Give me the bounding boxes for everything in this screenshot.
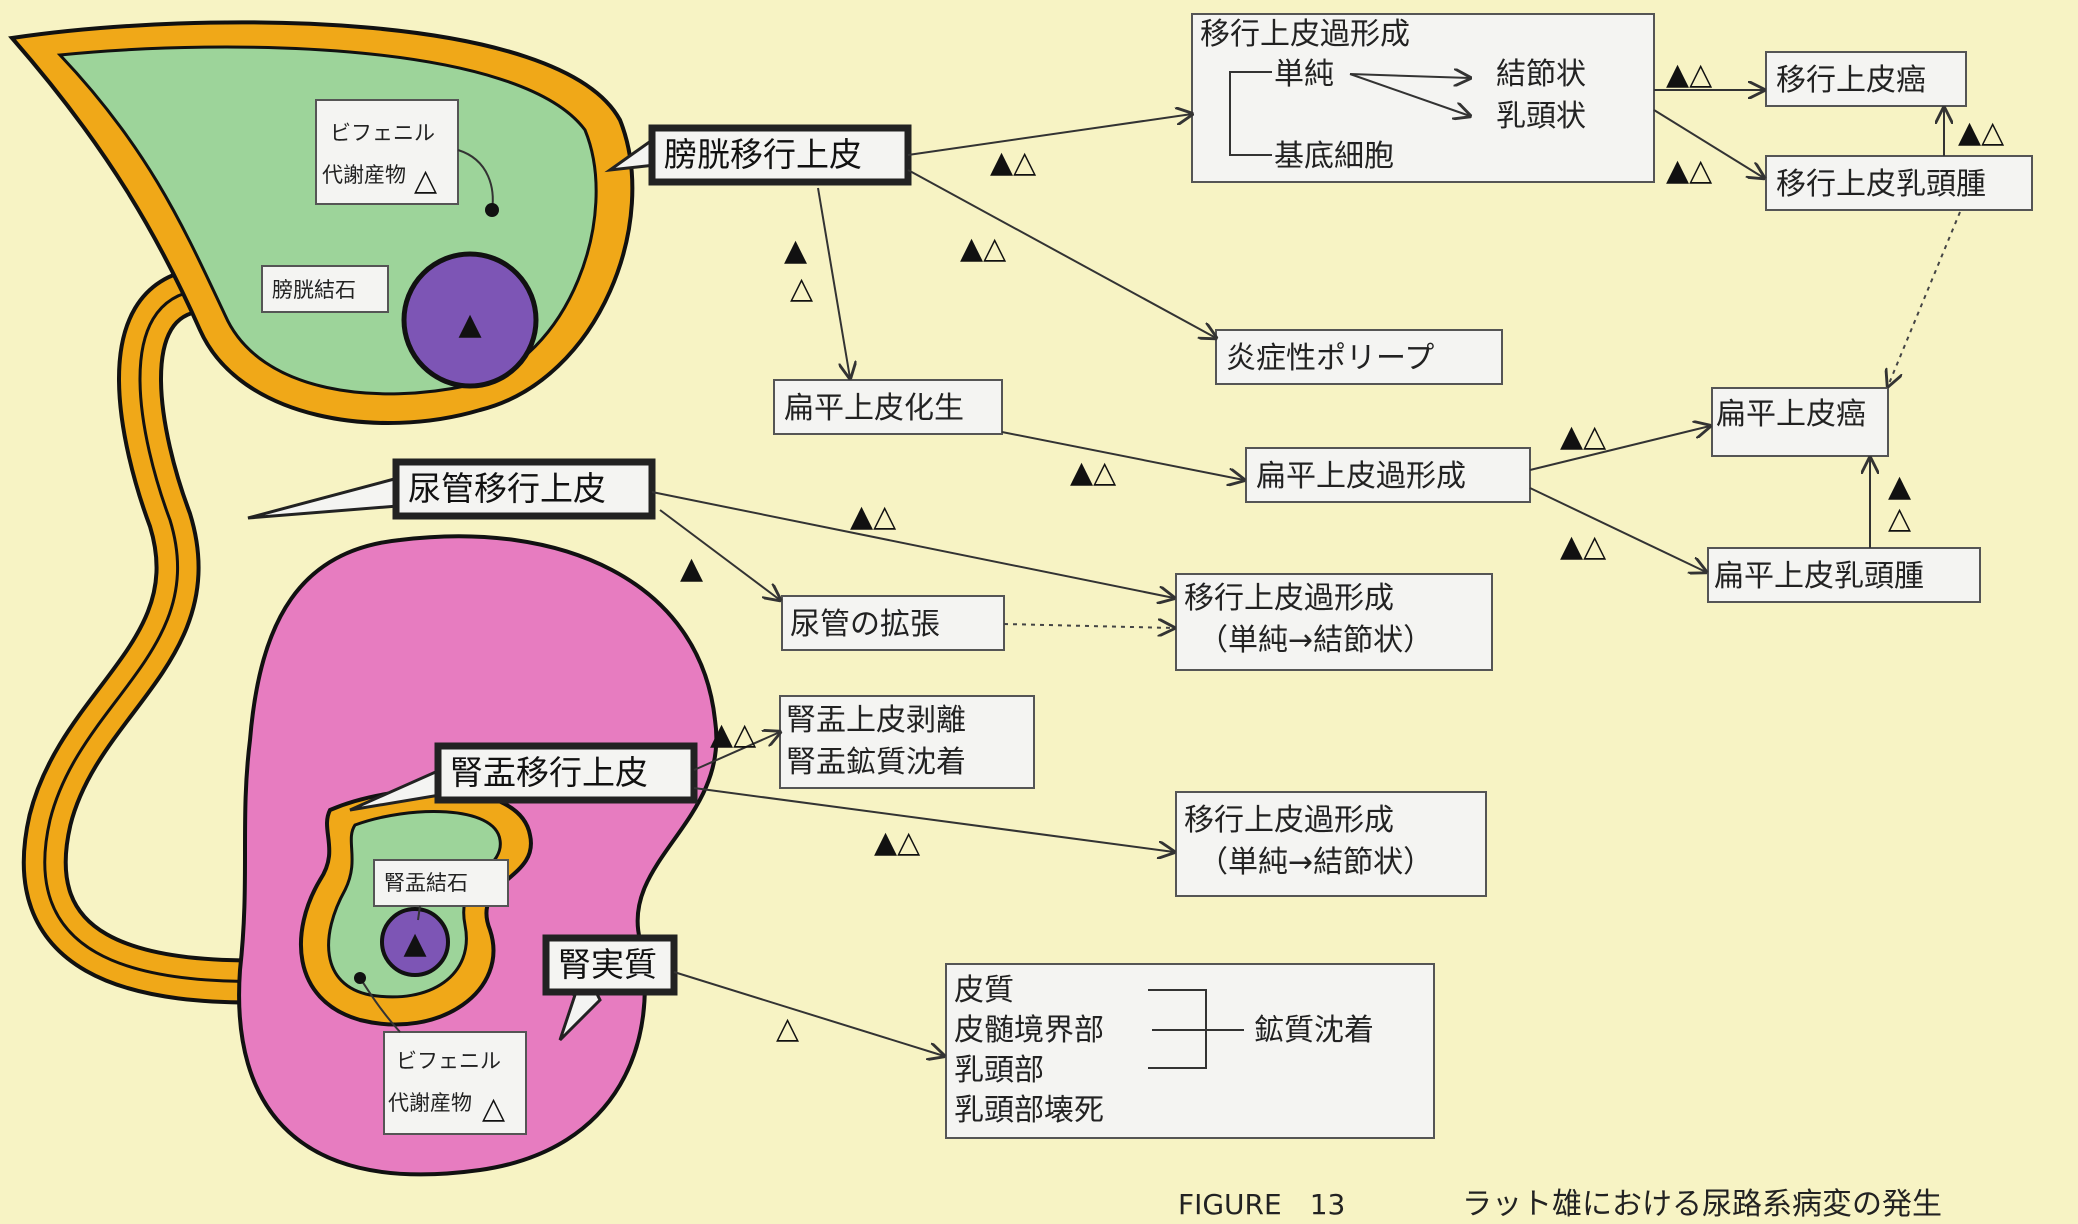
figure-caption: ラット雄における尿路系病変の発生 xyxy=(1462,1187,1942,1222)
metabolite-kidney-line2: 代謝産物 xyxy=(388,1091,472,1115)
pelvis-findings-box xyxy=(779,695,1035,789)
metabolite-bladder-marker: △ xyxy=(414,163,437,198)
metabolite-kidney-marker: △ xyxy=(482,1091,505,1126)
marker-pelvis-to-hyperplasia: ▲△ xyxy=(874,825,920,860)
ureter-callout xyxy=(247,476,400,520)
marker-to-scc: ▲△ xyxy=(1560,419,1606,454)
parenchyma-label: 腎実質 xyxy=(558,945,657,984)
marker-bladder-to-metaplasia-bot: △ xyxy=(790,271,813,306)
figure-number: FIGURE 13 xyxy=(1178,1188,1345,1221)
ureter-lumen xyxy=(43,288,382,983)
papillary-necrosis-label: 乳頭部壊死 xyxy=(954,1093,1104,1128)
marker-ureter-to-dilation: ▲ xyxy=(680,551,703,586)
tcc-label: 移行上皮癌 xyxy=(1776,63,1926,98)
pelvis-hyperplasia-line1: 移行上皮過形成 xyxy=(1184,803,1394,838)
bladder-stone xyxy=(401,251,539,389)
pelvis-epithelium-label: 腎盂移行上皮 xyxy=(450,753,648,792)
marker-bladder-to-hyperplasia: ▲△ xyxy=(990,145,1036,180)
tc-papilloma-box xyxy=(1765,155,2033,211)
bladder-stone-label: 膀胱結石 xyxy=(272,278,356,302)
simple-label: 単純 xyxy=(1274,57,1334,92)
metabolite-bladder-line1: ビフェニル xyxy=(330,121,435,145)
pelvis-stone-marker: ▲ xyxy=(403,926,426,961)
marker-parenchyma: △ xyxy=(776,1011,799,1046)
pelvis-stone-label: 腎盂結石 xyxy=(384,871,468,895)
papilla-label: 乳頭部 xyxy=(954,1053,1044,1088)
sq-metaplasia-box xyxy=(773,379,1003,435)
bladder-hyperplasia-title: 移行上皮過形成 xyxy=(1200,17,1410,52)
metabolite-bladder-line2: 代謝産物 xyxy=(322,163,406,187)
corticomedullary-label: 皮髄境界部 xyxy=(954,1013,1104,1048)
marker-papilloma-to-tcc: ▲△ xyxy=(1958,115,2004,150)
parenchyma-findings-box xyxy=(945,963,1435,1139)
tc-papilloma-label: 移行上皮乳頭腫 xyxy=(1776,167,1986,202)
pelvis-stone xyxy=(380,907,450,977)
metabolite-box-kidney xyxy=(383,1031,527,1135)
metabolite-box-bladder xyxy=(315,99,459,205)
scc-label: 扁平上皮癌 xyxy=(1716,397,1866,432)
cortex-label: 皮質 xyxy=(954,973,1014,1008)
parenchyma-box xyxy=(542,934,678,996)
pelvis-mineralization-label: 腎盂鉱質沈着 xyxy=(786,745,966,780)
sq-papilloma-label: 扁平上皮乳頭腫 xyxy=(1714,559,1924,594)
nodular-label: 結節状 xyxy=(1496,57,1586,92)
ureter-hyperplasia-line1: 移行上皮過形成 xyxy=(1184,581,1394,616)
ureter-dilation-label: 尿管の拡張 xyxy=(790,607,940,642)
polyp-box xyxy=(1215,329,1503,385)
pelvis-hyperplasia-line2: （単純→結節状） xyxy=(1198,845,1433,880)
polyp-label: 炎症性ポリープ xyxy=(1226,341,1434,376)
marker-bladder-to-polyp: ▲△ xyxy=(960,231,1006,266)
ureter-epithelium-label: 尿管移行上皮 xyxy=(408,469,606,508)
marker-bladder-to-metaplasia-top: ▲ xyxy=(784,233,807,268)
ureter-hyperplasia-line2: （単純→結節状） xyxy=(1198,623,1433,658)
marker-sq-papilloma-to-scc-bot: △ xyxy=(1888,501,1911,536)
ureter-hyperplasia-box xyxy=(1175,573,1493,671)
marker-to-tc-papilloma: ▲△ xyxy=(1666,153,1712,188)
sq-metaplasia-label: 扁平上皮化生 xyxy=(784,391,964,426)
bladder-epithelium-label: 膀胱移行上皮 xyxy=(664,135,862,174)
marker-metaplasia-to-sq-hyperplasia: ▲△ xyxy=(1070,455,1116,490)
basal-cell-label: 基底細胞 xyxy=(1274,139,1394,174)
bladder-stone-box xyxy=(261,265,389,313)
marker-to-tcc: ▲△ xyxy=(1666,57,1712,92)
papillary-label: 乳頭状 xyxy=(1496,99,1586,134)
sq-hyperplasia-label: 扁平上皮過形成 xyxy=(1256,459,1466,494)
marker-sq-papilloma-to-scc-top: ▲ xyxy=(1888,469,1911,504)
bladder-stone-marker: ▲ xyxy=(458,307,481,342)
pelvis-stone-box xyxy=(373,859,509,907)
marker-ureter-to-hyperplasia: ▲△ xyxy=(850,499,896,534)
ureter-dilation-box xyxy=(781,595,1005,651)
tcc-box xyxy=(1765,51,1967,107)
mineral-deposition-label: 鉱質沈着 xyxy=(1254,1013,1374,1048)
pelvis-desquamation-label: 腎盂上皮剥離 xyxy=(786,703,966,738)
metabolite-kidney-line1: ビフェニル xyxy=(396,1049,501,1073)
marker-pelvis-findings: ▲△ xyxy=(710,717,756,752)
marker-to-sq-papilloma: ▲△ xyxy=(1560,529,1606,564)
sq-papilloma-box xyxy=(1707,547,1981,603)
pelvis-epithelium-box xyxy=(434,742,698,804)
ureter-epithelium-box xyxy=(392,458,656,520)
